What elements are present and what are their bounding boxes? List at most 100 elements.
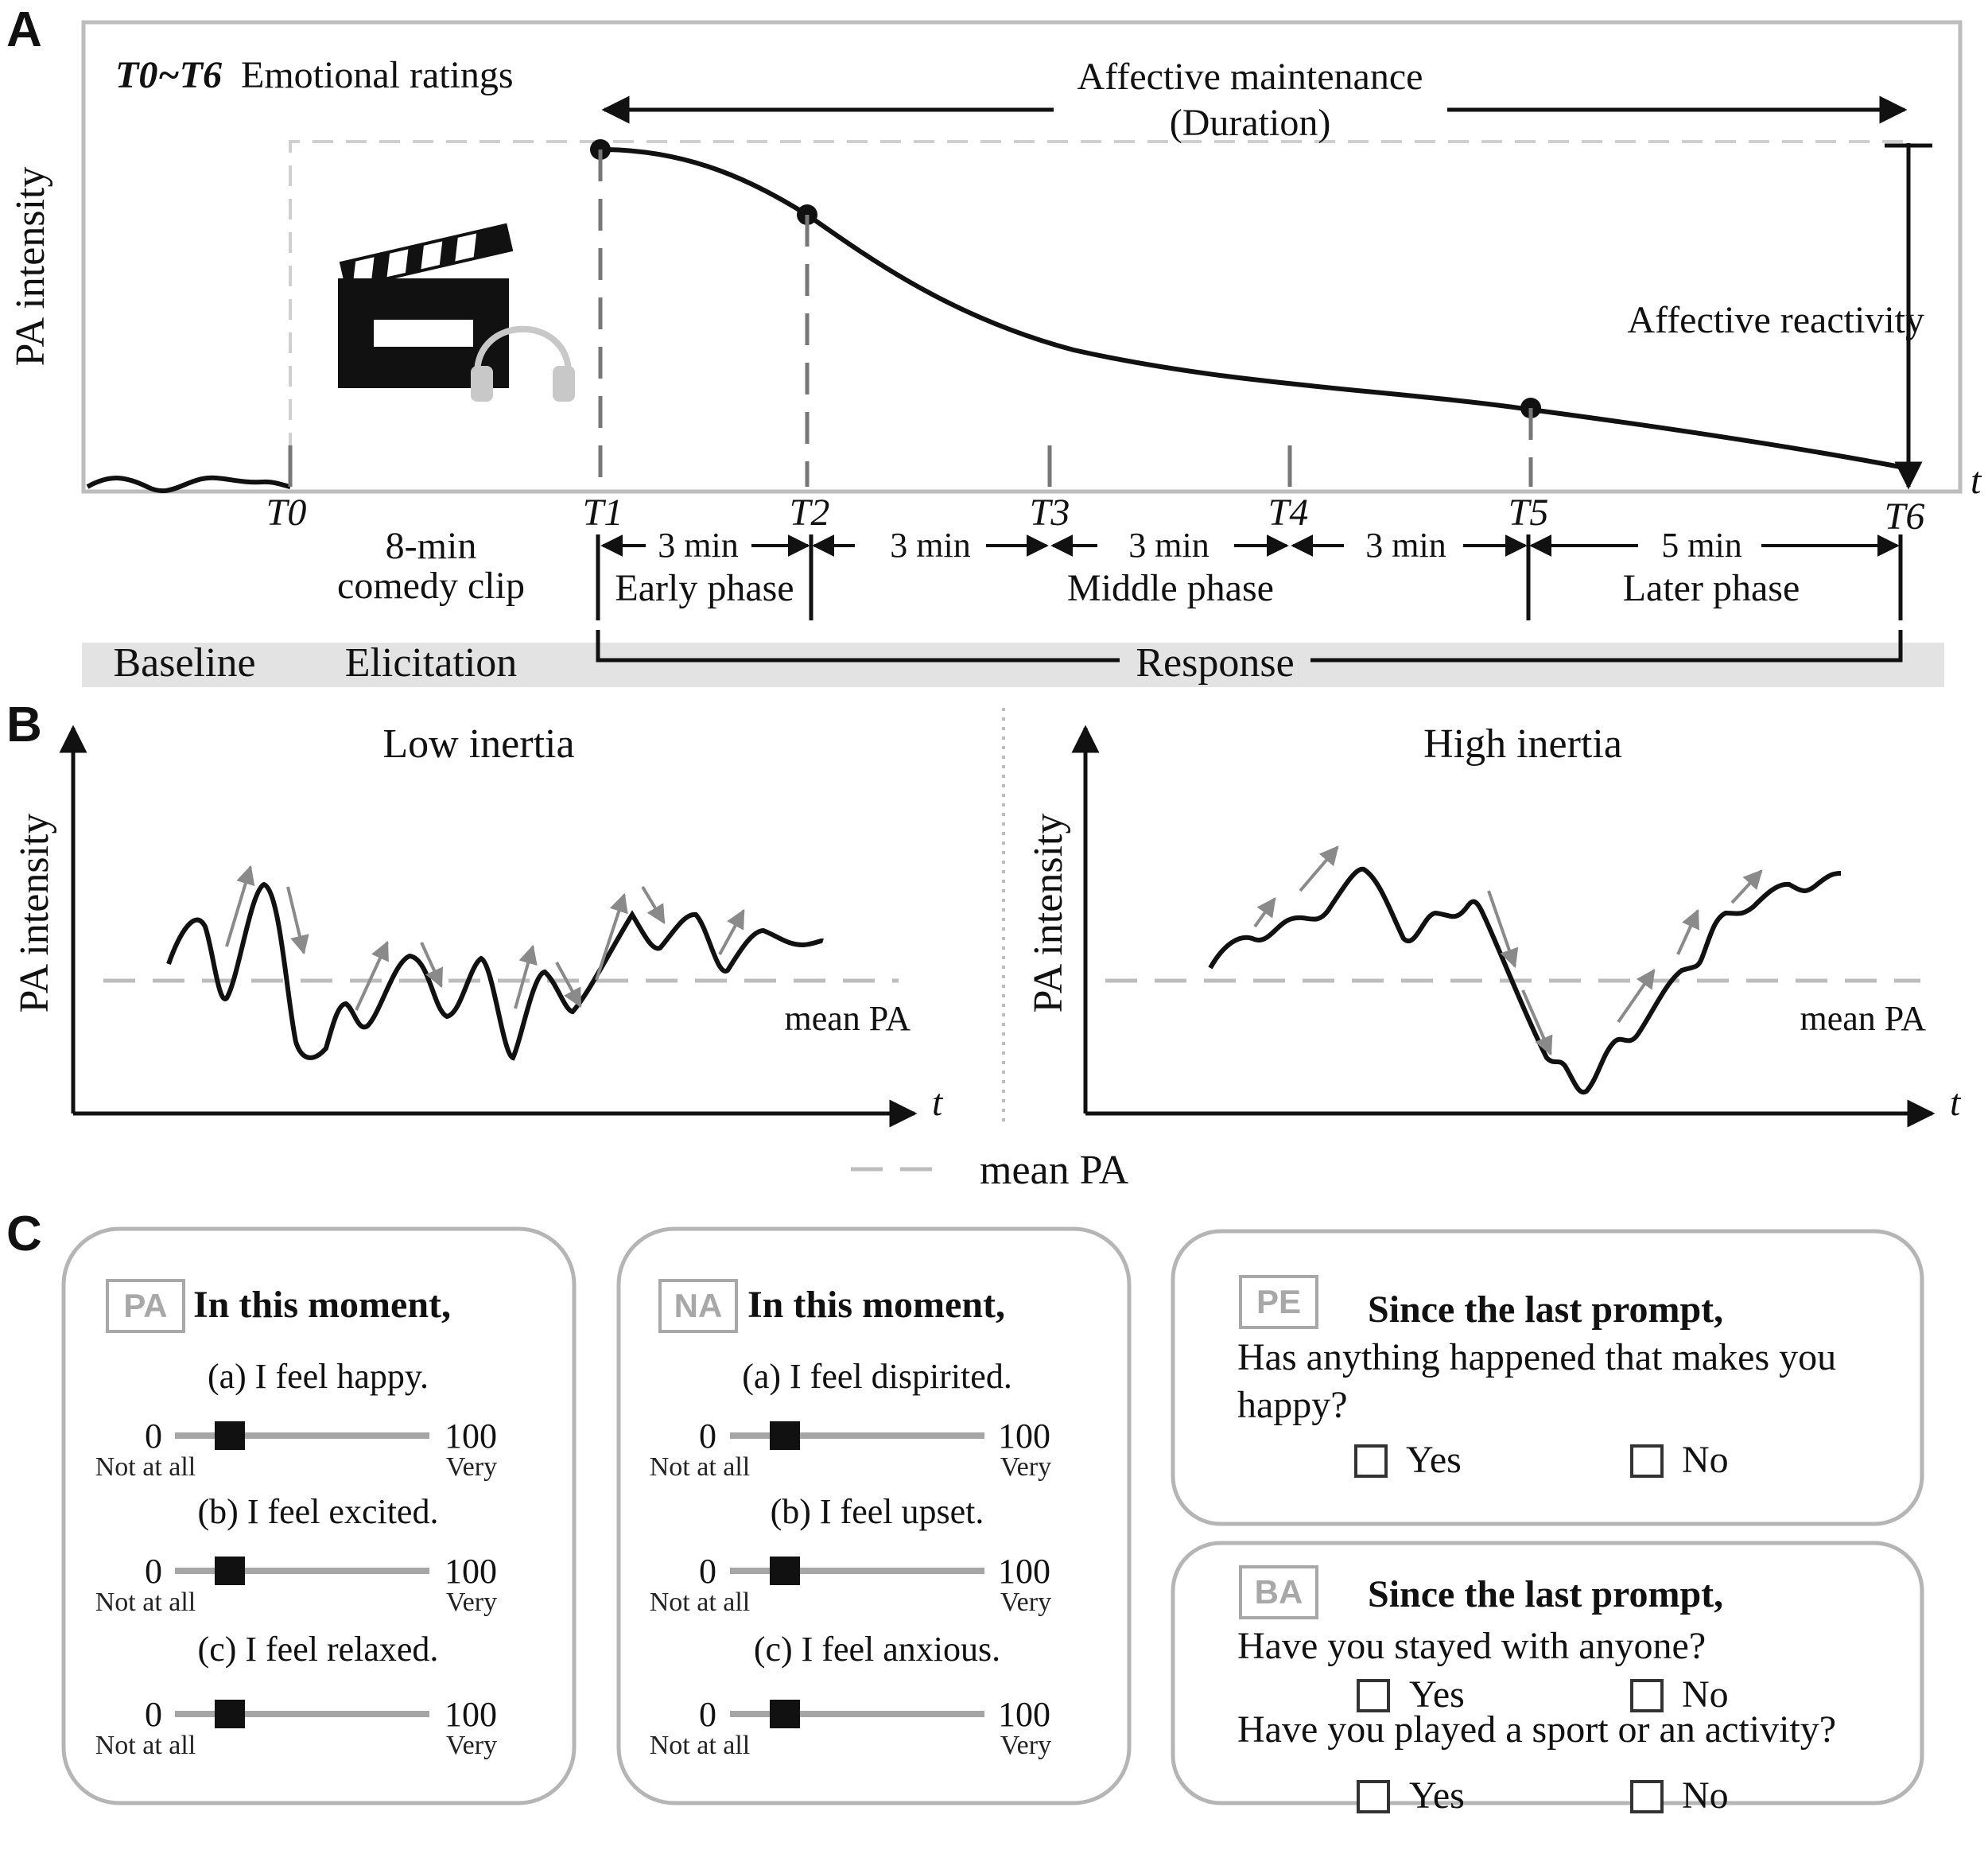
- high-inertia-signal: [1208, 866, 1842, 1095]
- panel-b: B Low inertia PA intensity t mean PA: [6, 698, 1962, 1193]
- stage-response: Response: [1136, 640, 1294, 686]
- slider-thumb[interactable]: [215, 1421, 245, 1450]
- pa-a-scale-min: 0: [145, 1417, 162, 1456]
- pa-a-scale-max: 100: [445, 1417, 497, 1456]
- time-label-t6: T6: [1885, 496, 1925, 538]
- na-slider-b[interactable]: [730, 1557, 984, 1585]
- na-a-scale-max: 100: [998, 1417, 1050, 1456]
- pa-heading: In this moment,: [193, 1284, 451, 1326]
- time-label-t4: T4: [1268, 492, 1309, 534]
- pe-card-frame: [1171, 1229, 1924, 1526]
- na-b-scale-min: 0: [699, 1552, 716, 1591]
- na-tag: NA: [674, 1287, 723, 1324]
- pa-slider-b[interactable]: [175, 1557, 429, 1585]
- pa-item-a: (a) I feel happy.: [208, 1357, 429, 1396]
- pa-c-min-label: Not at all: [95, 1731, 196, 1760]
- slider-thumb[interactable]: [770, 1700, 800, 1728]
- phase-later: Later phase: [1623, 567, 1800, 609]
- pa-b-min-label: Not at all: [95, 1588, 196, 1617]
- ba-tag-box: [1239, 1565, 1318, 1619]
- na-c-scale-max: 100: [998, 1695, 1050, 1734]
- phase-middle: Middle phase: [1067, 567, 1274, 609]
- pe-tag: PE: [1256, 1283, 1301, 1320]
- ba-heading: Since the last prompt,: [1368, 1573, 1723, 1615]
- time-label-t1: T1: [583, 492, 623, 534]
- high-inertia-y-label: PA intensity: [1026, 814, 1071, 1013]
- na-b-max-label: Very: [1000, 1588, 1051, 1617]
- ba-q1-no-label: No: [1682, 1673, 1729, 1716]
- na-a-max-label: Very: [1000, 1452, 1051, 1482]
- na-heading: In this moment,: [747, 1284, 1005, 1326]
- slider-thumb[interactable]: [770, 1557, 800, 1585]
- panel-a-frame: [81, 20, 1963, 494]
- na-tag-box: [658, 1279, 738, 1333]
- na-item-c: (c) I feel anxious.: [754, 1630, 1000, 1669]
- pa-item-b: (b) I feel excited.: [198, 1492, 439, 1531]
- pa-b-max-label: Very: [446, 1588, 497, 1617]
- pa-slider-a[interactable]: [175, 1421, 429, 1450]
- baseline-squiggle: [86, 475, 291, 493]
- response-label-bg: [1120, 643, 1310, 679]
- time-label-t2: T2: [790, 492, 830, 534]
- na-questionnaire-card: NA In this moment, (a) I feel dispirited…: [616, 1226, 1132, 1805]
- ba-q1-yes-checkbox[interactable]: [1357, 1679, 1390, 1712]
- ratings-prefix: T0~T6: [115, 54, 222, 96]
- na-c-min-label: Not at all: [650, 1731, 751, 1760]
- ba-q2-no-checkbox[interactable]: [1630, 1780, 1664, 1813]
- na-item-b: (b) I feel upset.: [771, 1492, 984, 1531]
- high-inertia-mean-label: mean PA: [1800, 999, 1927, 1038]
- interval-label-3: 3 min: [1128, 526, 1209, 565]
- stage-elicitation: Elicitation: [345, 640, 518, 686]
- pe-yes-checkbox[interactable]: [1354, 1444, 1388, 1478]
- clip-label-line1: 8-min: [386, 525, 477, 567]
- ba-q1-yes-label: Yes: [1409, 1673, 1465, 1716]
- slider-thumb[interactable]: [215, 1700, 245, 1728]
- panel-a-letter: A: [6, 2, 42, 57]
- pa-questionnaire-card: PA In this moment, (a) I feel happy. 0 1…: [61, 1226, 577, 1805]
- slider-thumb[interactable]: [215, 1557, 245, 1585]
- phase-early: Early phase: [615, 567, 794, 609]
- interval-dividers: [596, 534, 1903, 620]
- slider-thumb[interactable]: [770, 1421, 800, 1450]
- low-inertia-y-label: PA intensity: [12, 814, 57, 1013]
- pa-card-frame: [61, 1226, 577, 1805]
- pa-a-min-label: Not at all: [95, 1452, 196, 1482]
- high-inertia-change-arrows: [1253, 845, 1763, 1056]
- elicitation-dashed-outline: [289, 140, 1908, 487]
- low-inertia-mean-label: mean PA: [785, 999, 911, 1038]
- time-label-t0: T0: [266, 492, 307, 534]
- pa-c-max-label: Very: [446, 1731, 497, 1760]
- pa-slider-c[interactable]: [175, 1700, 429, 1728]
- panel-a: A T0~T6 Emotional ratings PA intensity t…: [6, 2, 1982, 687]
- panel-b-letter: B: [6, 698, 42, 752]
- pa-tag: PA: [123, 1287, 167, 1324]
- ba-card-frame: [1171, 1541, 1924, 1805]
- na-a-scale-min: 0: [699, 1417, 716, 1456]
- high-inertia-t-axis: t: [1950, 1082, 1962, 1124]
- ba-q1-no-checkbox[interactable]: [1630, 1679, 1664, 1712]
- pe-tag-box: [1239, 1275, 1318, 1329]
- panel-c-letter: C: [6, 1207, 42, 1261]
- na-slider-a[interactable]: [730, 1421, 984, 1450]
- na-c-max-label: Very: [1000, 1731, 1051, 1760]
- pe-questionnaire-card: PE Since the last prompt, Has anything h…: [1171, 1229, 1924, 1526]
- pe-question-line2: happy?: [1237, 1384, 1348, 1426]
- reactivity-label: Affective reactivity: [1627, 299, 1924, 341]
- na-c-scale-min: 0: [699, 1695, 716, 1734]
- low-inertia-change-arrows: [225, 865, 745, 1011]
- maintenance-label: Affective maintenance: [1077, 56, 1423, 98]
- pe-yes-label: Yes: [1406, 1439, 1462, 1481]
- pe-no-checkbox[interactable]: [1630, 1444, 1664, 1478]
- legend-mean-label: mean PA: [980, 1148, 1129, 1193]
- interval-label-2: 3 min: [890, 526, 970, 565]
- pa-a-max-label: Very: [446, 1452, 497, 1482]
- ba-q2-yes-checkbox[interactable]: [1357, 1780, 1390, 1813]
- high-inertia-title: High inertia: [1423, 721, 1622, 767]
- panel-a-t-axis: t: [1971, 460, 1982, 502]
- pe-heading: Since the last prompt,: [1368, 1288, 1723, 1331]
- na-slider-c[interactable]: [730, 1700, 984, 1728]
- ratings-title: T0~T6 Emotional ratings: [115, 54, 514, 96]
- low-inertia-plot: Low inertia PA intensity t mean PA: [12, 721, 944, 1128]
- stage-baseline: Baseline: [113, 640, 255, 686]
